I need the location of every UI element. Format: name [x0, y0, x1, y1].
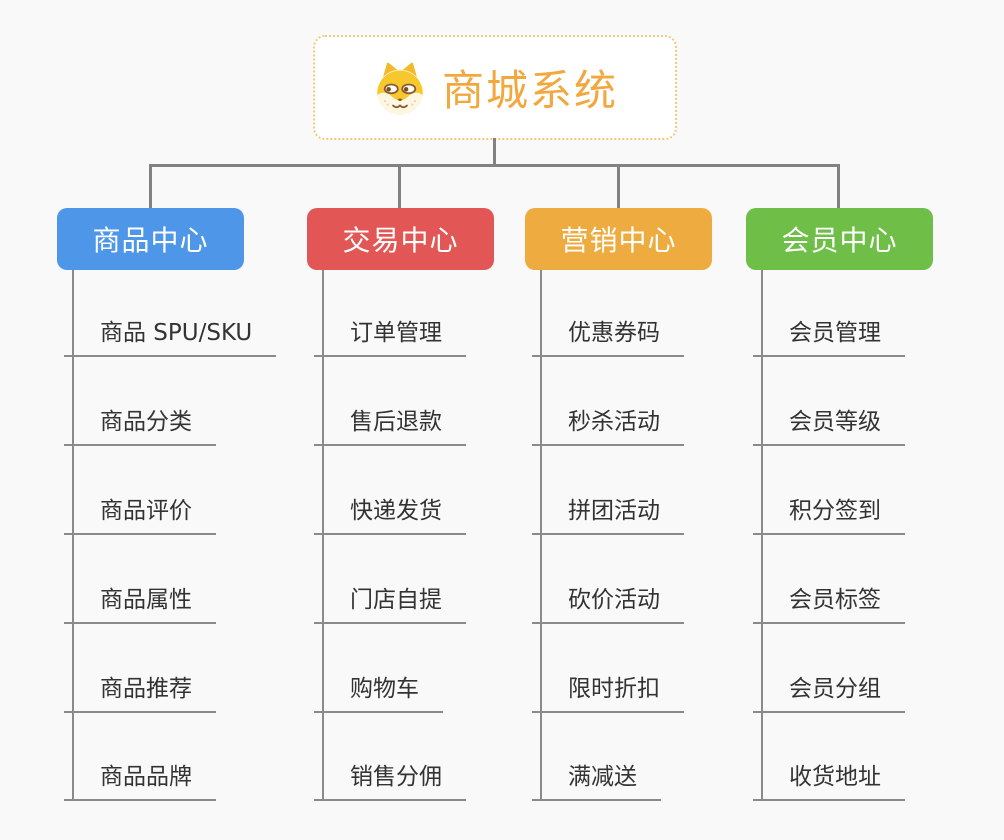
branch-node-product[interactable]: 商品中心: [57, 208, 244, 270]
leaf-node[interactable]: 会员管理: [753, 319, 905, 357]
leaf-node[interactable]: 购物车: [314, 675, 443, 713]
leaf-node[interactable]: 秒杀活动: [532, 408, 684, 446]
branch-node-marketing[interactable]: 营销中心: [525, 208, 712, 270]
connector-drop-marketing: [617, 164, 620, 210]
leaf-node[interactable]: 收货地址: [753, 763, 905, 801]
branch-column-member: 会员中心 会员管理 会员等级 积分签到 会员标签 会员分组 收货地址: [746, 208, 1004, 801]
leaf-node[interactable]: 商品分类: [64, 408, 216, 446]
connector-trunk-member: [761, 270, 763, 801]
leaf-node[interactable]: 销售分佣: [314, 763, 466, 801]
leaf-node[interactable]: 快递发货: [314, 497, 466, 535]
leaf-node[interactable]: 商品属性: [64, 586, 216, 624]
leaf-node[interactable]: 门店自提: [314, 586, 466, 624]
leaf-node[interactable]: 商品 SPU/SKU: [64, 319, 277, 357]
branch-node-member[interactable]: 会员中心: [746, 208, 933, 270]
root-title: 商城系统: [441, 66, 618, 115]
leaf-node[interactable]: 限时折扣: [532, 675, 684, 713]
leaf-node[interactable]: 拼团活动: [532, 497, 684, 535]
leaf-node[interactable]: 售后退款: [314, 408, 466, 446]
leaf-node[interactable]: 会员分组: [753, 675, 905, 713]
leaf-node[interactable]: 优惠券码: [532, 319, 684, 357]
leaf-node[interactable]: 商品评价: [64, 497, 216, 535]
root-node[interactable]: 商城系统: [313, 35, 677, 140]
leaf-node[interactable]: 订单管理: [314, 319, 466, 357]
leaf-node[interactable]: 积分签到: [753, 497, 905, 535]
connector-trunk-trade: [322, 270, 324, 801]
branch-column-marketing: 营销中心 优惠券码 秒杀活动 拼团活动 砍价活动 限时折扣 满减送: [525, 208, 805, 801]
leaf-node[interactable]: 商品品牌: [64, 763, 216, 801]
branch-column-product: 商品中心 商品 SPU/SKU 商品分类 商品评价 商品属性 商品推荐 商品品牌: [57, 208, 337, 801]
connector-drop-member: [837, 164, 840, 210]
leaf-node[interactable]: 会员等级: [753, 408, 905, 446]
shiba-dog-icon: [377, 62, 423, 115]
leaf-node[interactable]: 满减送: [532, 763, 661, 801]
leaf-node[interactable]: 会员标签: [753, 586, 905, 624]
connector-trunk-marketing: [540, 270, 542, 801]
connector-drop-product: [149, 164, 152, 210]
branch-column-trade: 交易中心 订单管理 售后退款 快递发货 门店自提 购物车 销售分佣: [307, 208, 587, 801]
leaf-node[interactable]: 砍价活动: [532, 586, 684, 624]
leaf-node[interactable]: 商品推荐: [64, 675, 216, 713]
branch-node-trade[interactable]: 交易中心: [307, 208, 494, 270]
connector-trunk-product: [72, 270, 74, 801]
connector-root-vertical: [493, 138, 496, 166]
connector-horizontal-bus: [149, 164, 840, 167]
connector-drop-trade: [398, 164, 401, 210]
